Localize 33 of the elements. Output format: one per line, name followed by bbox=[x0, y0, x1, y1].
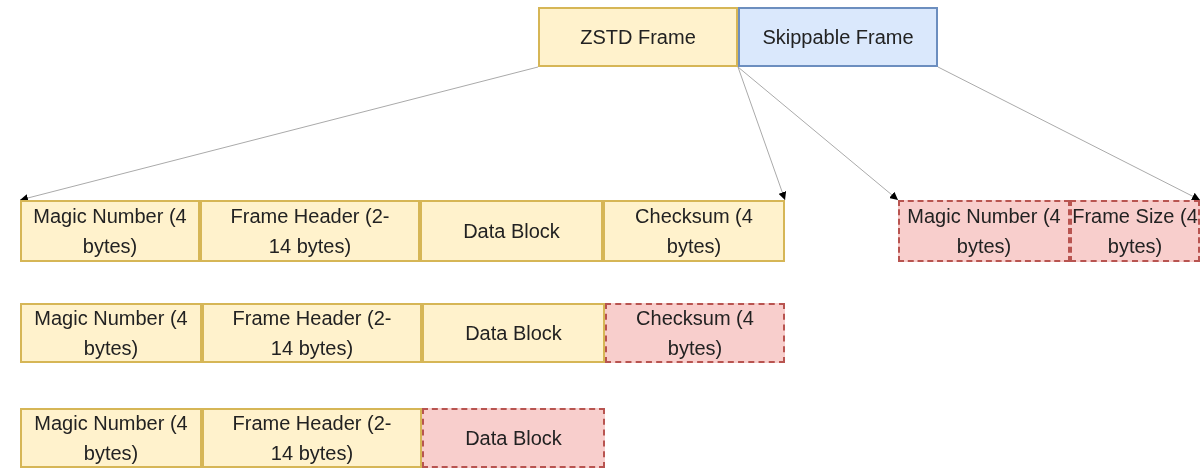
field-box bbox=[898, 200, 1070, 262]
field-box bbox=[420, 200, 603, 262]
field-box bbox=[603, 200, 785, 262]
field-box bbox=[605, 303, 785, 363]
field-label: Magic Number (4 bytes) bbox=[33, 411, 189, 466]
field-label: Magic Number (4 bytes) bbox=[33, 306, 189, 361]
field-box bbox=[200, 200, 420, 262]
field-label: Magic Number (4 bytes) bbox=[906, 204, 1062, 259]
field-label: Magic Number (4 bytes) bbox=[32, 204, 188, 259]
field-label: Frame Header (2-14 bytes) bbox=[232, 306, 392, 361]
field-box bbox=[422, 408, 605, 468]
field-label: Checksum (4 bytes) bbox=[634, 204, 754, 259]
arrow bbox=[737, 66, 899, 201]
field-label: ZSTD Frame bbox=[580, 25, 696, 50]
arrow bbox=[937, 66, 1201, 201]
field-label: Frame Header (2-14 bytes) bbox=[230, 204, 390, 259]
field-label: Checksum (4 bytes) bbox=[635, 306, 755, 361]
field-label: Data Block bbox=[465, 321, 562, 346]
field-box bbox=[738, 7, 938, 67]
field-label: Data Block bbox=[463, 219, 560, 244]
field-box bbox=[20, 408, 202, 468]
field-label: Skippable Frame bbox=[762, 25, 914, 50]
field-box bbox=[202, 303, 422, 363]
field-label: Frame Header (2-14 bytes) bbox=[232, 411, 392, 466]
field-box bbox=[202, 408, 422, 468]
field-box bbox=[538, 7, 738, 67]
field-box bbox=[20, 303, 202, 363]
field-box bbox=[422, 303, 605, 363]
field-label: Data Block bbox=[465, 426, 562, 451]
field-box bbox=[20, 200, 200, 262]
field-label: Frame Size (4 bytes) bbox=[1072, 204, 1198, 259]
arrow bbox=[737, 66, 787, 201]
arrow bbox=[19, 66, 539, 202]
